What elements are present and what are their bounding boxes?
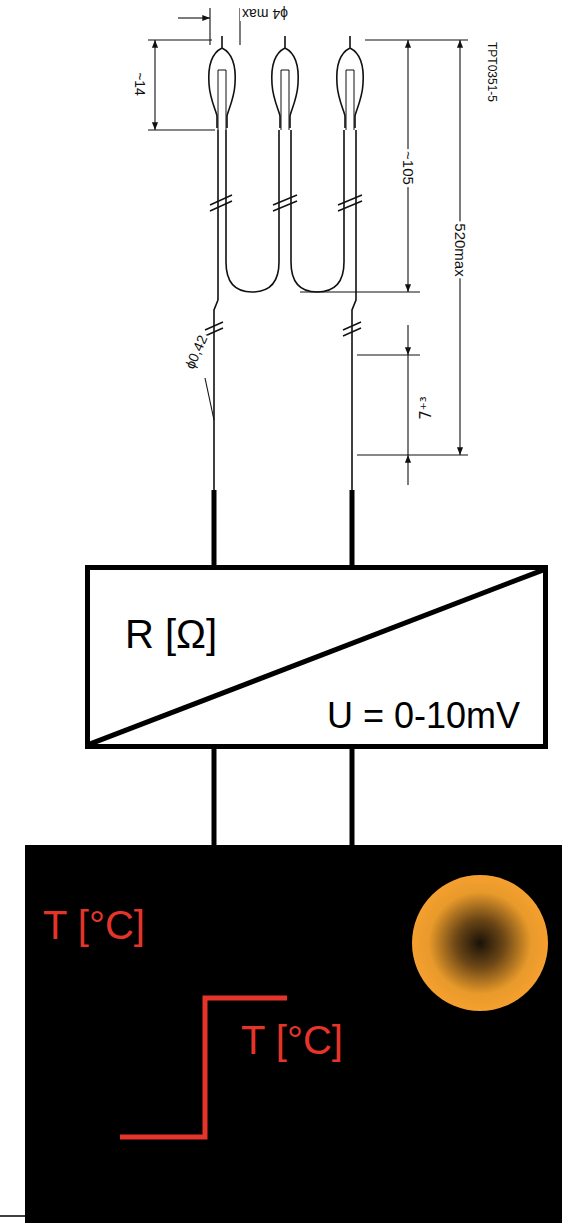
drawing-stroke [214,490,352,566]
drawing-stroke [407,355,408,455]
dimension: 7⁺³ [419,394,434,421]
base-line [0,1215,26,1217]
dimension: 520max [453,221,468,278]
signal-wire [212,749,217,845]
glass-bulb [209,36,235,128]
drawing-stroke [212,300,218,490]
dimension: ϕ0,42 [182,331,211,372]
quantity-label: T [°C] [40,903,148,947]
drawing-stroke [338,195,362,211]
axis-label: T [°C] [239,1020,345,1060]
drawing-stroke [343,322,361,336]
bulb-inner-wire [281,70,289,130]
heat-source [412,875,548,1011]
drawing-stroke [291,130,344,292]
drawing-stroke [300,40,468,455]
break-marks [205,195,362,336]
signal-label: R [Ω] [122,612,220,656]
bulb-inner-wire [346,70,354,130]
signal-wire [350,749,355,845]
drawing-stroke [273,195,297,211]
drawing-stroke [210,8,240,45]
drawing-stroke [210,300,211,310]
dimension: ϕ4 max [240,7,290,21]
dimension: ~14 [133,70,147,98]
drawing-stroke [205,322,223,336]
lead-wires [210,130,356,490]
drawing-stroke [205,378,214,420]
converter-box: R [Ω] U = 0-10mV [85,565,548,749]
drawing-stroke [352,130,356,490]
glass-bulbs [209,36,363,130]
drawing-stroke [218,130,279,300]
step-signal [120,998,287,1137]
dimension-lines [148,8,468,485]
divider-line [90,570,543,744]
signal-label: U = 0-10mV [324,696,523,736]
bulb-inner-wire [218,70,226,130]
drawing-stroke [178,17,210,18]
dimension: ~105 [401,149,416,187]
glass-bulb [272,36,298,128]
drawing-stroke [154,40,155,130]
drawing-stroke [148,40,215,130]
glass-bulb [337,36,363,128]
drawing-stroke [407,325,408,355]
upper-wires [214,490,352,566]
drawing-number: TPT0351-5 [486,40,498,104]
drawing-stroke [407,455,408,485]
drawing-stroke [210,195,232,211]
